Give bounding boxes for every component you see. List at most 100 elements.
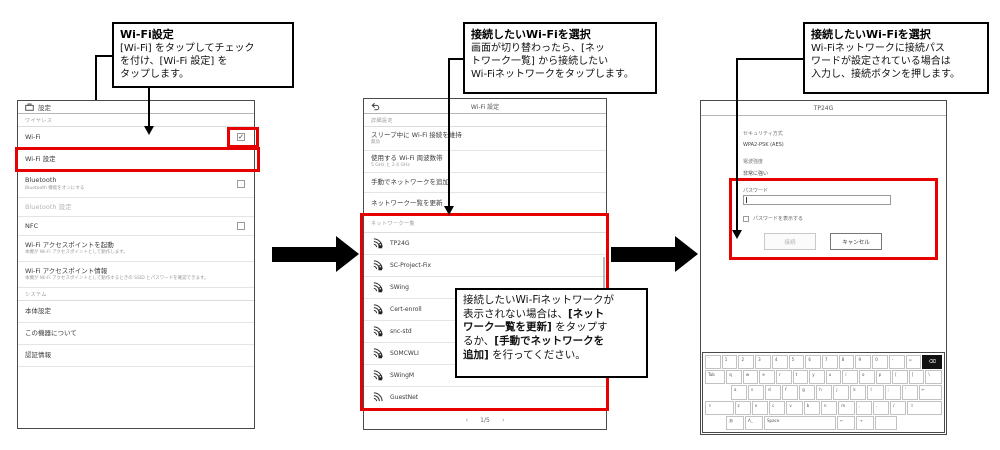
ap-start-row[interactable]: Wi-Fi アクセスポイントを起動 本機が Wi-Fi アクセスポイントとして動… — [18, 236, 254, 262]
key-p[interactable]: p — [875, 370, 892, 385]
key-2[interactable]: 2 — [738, 355, 755, 370]
key-k[interactable]: k — [850, 385, 867, 400]
keep-wifi-row[interactable]: スリープ中に Wi-Fi 接続を維持 無効 — [364, 127, 606, 151]
key-b[interactable]: b — [803, 400, 820, 415]
key-⌫[interactable]: ⌫ — [922, 355, 942, 370]
key-←[interactable]: ← — [837, 415, 856, 431]
bluetooth-checkbox[interactable] — [237, 180, 245, 188]
show-password-option[interactable]: パスワードを表示する — [743, 215, 803, 222]
network-row[interactable]: GuestNet — [364, 387, 606, 409]
network-title-header: TP24G — [701, 101, 946, 116]
connector-line — [448, 58, 450, 206]
key-s[interactable]: s — [748, 385, 765, 400]
key-v[interactable]: v — [786, 400, 803, 415]
cancel-button[interactable]: キャンセル — [830, 233, 882, 250]
wifi-checkbox[interactable]: ✓ — [237, 133, 245, 141]
scrollbar[interactable] — [603, 257, 605, 312]
key-q[interactable]: q — [726, 370, 742, 385]
network-name: SWing — [390, 284, 409, 291]
key-n[interactable]: n — [820, 400, 838, 415]
key-4[interactable]: 4 — [771, 355, 788, 370]
key-o[interactable]: o — [858, 370, 875, 385]
ap-start-label: Wi-Fi アクセスポイントを起動 — [25, 240, 114, 249]
key-A_[interactable]: A_ — [745, 415, 763, 431]
credentials-row[interactable]: 認証情報 — [18, 345, 254, 367]
key-x[interactable]: x — [751, 400, 769, 415]
key-;[interactable]: ; — [884, 385, 901, 400]
key-h[interactable]: h — [816, 385, 833, 400]
key-z[interactable]: z — [734, 400, 751, 415]
key-][interactable]: ] — [908, 370, 925, 385]
key-0[interactable]: 0 — [872, 355, 888, 370]
wifi-settings-row[interactable]: Wi-Fi 設定 — [18, 148, 254, 171]
key-'[interactable]: ' — [901, 385, 918, 400]
key-`[interactable]: ` — [705, 355, 721, 370]
network-name: SWingM — [390, 372, 415, 379]
key-8[interactable]: 8 — [838, 355, 855, 370]
connect-button[interactable]: 接続 — [764, 233, 816, 250]
key-i[interactable]: i — [842, 370, 858, 385]
key-u[interactable]: u — [825, 370, 842, 385]
key-[[interactable]: [ — [892, 370, 908, 385]
key-⇧[interactable]: ⇧ — [705, 400, 734, 415]
key-.[interactable]: . — [872, 400, 890, 415]
key-a[interactable]: a — [730, 385, 747, 400]
key-/[interactable]: / — [890, 400, 907, 415]
band-row[interactable]: 使用する Wi-Fi 周波数帯 5 GHz と 2.4 GHz — [364, 151, 606, 173]
key-g[interactable]: g — [799, 385, 816, 400]
connector-arrowhead — [144, 126, 154, 135]
key-\[interactable]: \ — [925, 370, 943, 385]
key-r[interactable]: r — [776, 370, 792, 385]
key-j[interactable]: j — [833, 385, 850, 400]
key-c[interactable]: c — [769, 400, 786, 415]
back-icon[interactable] — [371, 102, 380, 111]
pagination: ‹ 1/5 › — [364, 413, 606, 427]
bluetooth-row[interactable]: Bluetooth Bluetooth 機能をオンにする — [18, 171, 254, 198]
key-5[interactable]: 5 — [788, 355, 805, 370]
key-blank[interactable] — [875, 415, 898, 431]
ap-info-row[interactable]: Wi-Fi アクセスポイント情報 本機が Wi-Fi アクセスポイントとして動作… — [18, 262, 254, 288]
show-password-checkbox[interactable] — [743, 215, 749, 222]
next-page-icon[interactable]: › — [501, 416, 505, 424]
check-icon: ✓ — [238, 133, 244, 141]
key-w[interactable]: w — [742, 370, 759, 385]
key-d[interactable]: d — [765, 385, 782, 400]
network-row[interactable]: SWingM — [364, 365, 606, 387]
wifi-signal-lock-icon — [373, 260, 383, 271]
network-row[interactable]: SC-Project-Fix — [364, 255, 606, 277]
key-↵[interactable]: ↵ — [918, 385, 942, 400]
key-あ[interactable]: あ — [726, 415, 745, 431]
network-name: Cert-enroll — [390, 306, 422, 313]
key-1[interactable]: 1 — [721, 355, 738, 370]
show-password-label: パスワードを表示する — [753, 216, 804, 222]
key-t[interactable]: t — [792, 370, 809, 385]
about-device-row[interactable]: この機器について — [18, 323, 254, 345]
key-9[interactable]: 9 — [855, 355, 872, 370]
key-,[interactable]: , — [855, 400, 872, 415]
key-m[interactable]: m — [838, 400, 855, 415]
credentials-label: 認証情報 — [25, 351, 51, 360]
network-row[interactable]: TP24G — [364, 233, 606, 255]
page-indicator: 1/5 — [480, 416, 490, 424]
password-input[interactable] — [743, 195, 891, 205]
device-settings-row[interactable]: 本体設定 — [18, 301, 254, 323]
nfc-checkbox[interactable] — [237, 222, 245, 230]
key-=[interactable]: = — [905, 355, 922, 370]
key-Space[interactable]: Space — [763, 415, 837, 431]
key-⇧[interactable]: ⇧ — [907, 400, 943, 415]
key-y[interactable]: y — [809, 370, 825, 385]
wifi-row[interactable]: Wi-Fi ✓ — [18, 127, 254, 148]
key-Tab[interactable]: Tab — [705, 370, 726, 385]
key--[interactable]: - — [888, 355, 905, 370]
prev-page-icon[interactable]: ‹ — [465, 416, 469, 424]
key-→[interactable]: → — [856, 415, 875, 431]
add-network-row[interactable]: 手動でネットワークを追加 — [364, 173, 606, 193]
nfc-row[interactable]: NFC — [18, 217, 254, 236]
refresh-list-row[interactable]: ネットワーク一覧を更新 — [364, 193, 606, 214]
key-l[interactable]: l — [867, 385, 884, 400]
key-6[interactable]: 6 — [805, 355, 822, 370]
key-3[interactable]: 3 — [755, 355, 771, 370]
key-e[interactable]: e — [759, 370, 775, 385]
key-f[interactable]: f — [782, 385, 799, 400]
key-7[interactable]: 7 — [822, 355, 838, 370]
